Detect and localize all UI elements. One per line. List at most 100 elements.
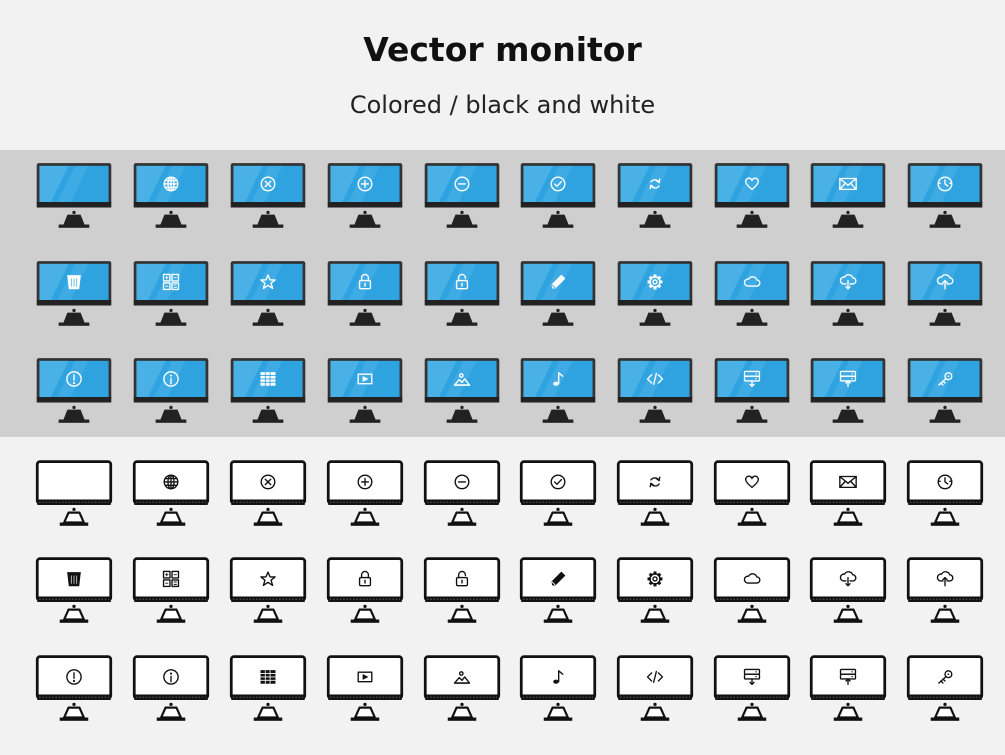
video-play-icon <box>326 655 404 721</box>
bw-monitor-blank-screen <box>34 460 114 528</box>
monitor-icon <box>36 163 112 228</box>
bw-monitor-cloud <box>712 557 792 625</box>
globe-icon <box>133 163 209 228</box>
pencil-icon <box>519 557 597 623</box>
bw-monitor-close-circle <box>228 460 308 528</box>
server-upload-icon <box>809 655 887 721</box>
cloud-icon <box>714 261 790 326</box>
colored-monitor-clock <box>905 162 985 230</box>
clock-icon <box>907 163 983 228</box>
cloud-download-icon <box>810 261 886 326</box>
unlock-icon <box>424 261 500 326</box>
colored-monitor-lock <box>325 260 405 328</box>
bw-monitor-check-circle <box>518 460 598 528</box>
music-note-icon <box>520 358 596 423</box>
bw-monitor-globe <box>131 460 211 528</box>
bw-monitor-heart <box>712 460 792 528</box>
heart-icon <box>713 460 791 526</box>
colored-monitor-server-upload <box>808 357 888 425</box>
music-note-icon <box>519 655 597 721</box>
heart-icon <box>714 163 790 228</box>
colored-monitor-music-note <box>518 357 598 425</box>
calculator-icon <box>133 261 209 326</box>
star-icon <box>229 557 307 623</box>
exclamation-icon <box>36 358 112 423</box>
unlock-icon <box>423 557 501 623</box>
bw-monitor-lock <box>325 557 405 625</box>
colored-monitor-minus-circle <box>422 162 502 230</box>
refresh-icon <box>617 163 693 228</box>
check-circle-icon <box>519 460 597 526</box>
mail-icon <box>809 460 887 526</box>
minus-circle-icon <box>424 163 500 228</box>
cloud-upload-icon <box>906 557 984 623</box>
plus-circle-icon <box>327 163 403 228</box>
plus-circle-icon <box>326 460 404 526</box>
bw-monitor-cloud-download <box>808 557 888 625</box>
check-circle-icon <box>520 163 596 228</box>
bw-monitor-info <box>131 655 211 723</box>
colored-monitor-database-table <box>228 357 308 425</box>
bw-monitor-calculator <box>131 557 211 625</box>
close-circle-icon <box>230 163 306 228</box>
video-play-icon <box>327 358 403 423</box>
trash-icon <box>36 261 112 326</box>
image-icon <box>424 358 500 423</box>
bw-monitor-key <box>905 655 985 723</box>
colored-monitor-pencil <box>518 260 598 328</box>
server-download-icon <box>714 358 790 423</box>
code-icon <box>616 655 694 721</box>
colored-monitor-plus-circle <box>325 162 405 230</box>
colored-monitor-cloud <box>712 260 792 328</box>
cloud-icon <box>713 557 791 623</box>
bw-monitor-clock <box>905 460 985 528</box>
lock-icon <box>327 261 403 326</box>
info-icon <box>132 655 210 721</box>
clock-icon <box>906 460 984 526</box>
cloud-upload-icon <box>907 261 983 326</box>
mail-icon <box>810 163 886 228</box>
bw-monitor-minus-circle <box>422 460 502 528</box>
bw-monitor-plus-circle <box>325 460 405 528</box>
bw-monitor-pencil <box>518 557 598 625</box>
colored-monitor-gear <box>615 260 695 328</box>
colored-monitor-close-circle <box>228 162 308 230</box>
calculator-icon <box>132 557 210 623</box>
colored-monitor-calculator <box>131 260 211 328</box>
bw-monitor-music-note <box>518 655 598 723</box>
pencil-icon <box>520 261 596 326</box>
close-circle-icon <box>229 460 307 526</box>
lock-icon <box>326 557 404 623</box>
cloud-download-icon <box>809 557 887 623</box>
star-icon <box>230 261 306 326</box>
refresh-icon <box>616 460 694 526</box>
bw-monitor-server-upload <box>808 655 888 723</box>
colored-monitor-heart <box>712 162 792 230</box>
globe-icon <box>132 460 210 526</box>
bw-monitor-exclamation <box>34 655 114 723</box>
bw-monitor-image <box>422 655 502 723</box>
bw-monitor-database-table <box>228 655 308 723</box>
page-subtitle: Colored / black and white <box>349 91 656 119</box>
gear-icon <box>617 261 693 326</box>
colored-monitor-mail <box>808 162 888 230</box>
trash-icon <box>35 557 113 623</box>
gear-icon <box>616 557 694 623</box>
colored-monitor-cloud-upload <box>905 260 985 328</box>
monitor-icon <box>35 460 113 526</box>
database-table-icon <box>230 358 306 423</box>
server-download-icon <box>713 655 791 721</box>
colored-monitor-check-circle <box>518 162 598 230</box>
bw-monitor-refresh <box>615 460 695 528</box>
colored-monitor-image <box>422 357 502 425</box>
header: Vector monitor Colored / black and white <box>0 0 1005 150</box>
colored-monitor-cloud-download <box>808 260 888 328</box>
colored-monitor-globe <box>131 162 211 230</box>
colored-monitor-refresh <box>615 162 695 230</box>
code-icon <box>617 358 693 423</box>
image-icon <box>423 655 501 721</box>
colored-monitor-unlock <box>422 260 502 328</box>
database-table-icon <box>229 655 307 721</box>
